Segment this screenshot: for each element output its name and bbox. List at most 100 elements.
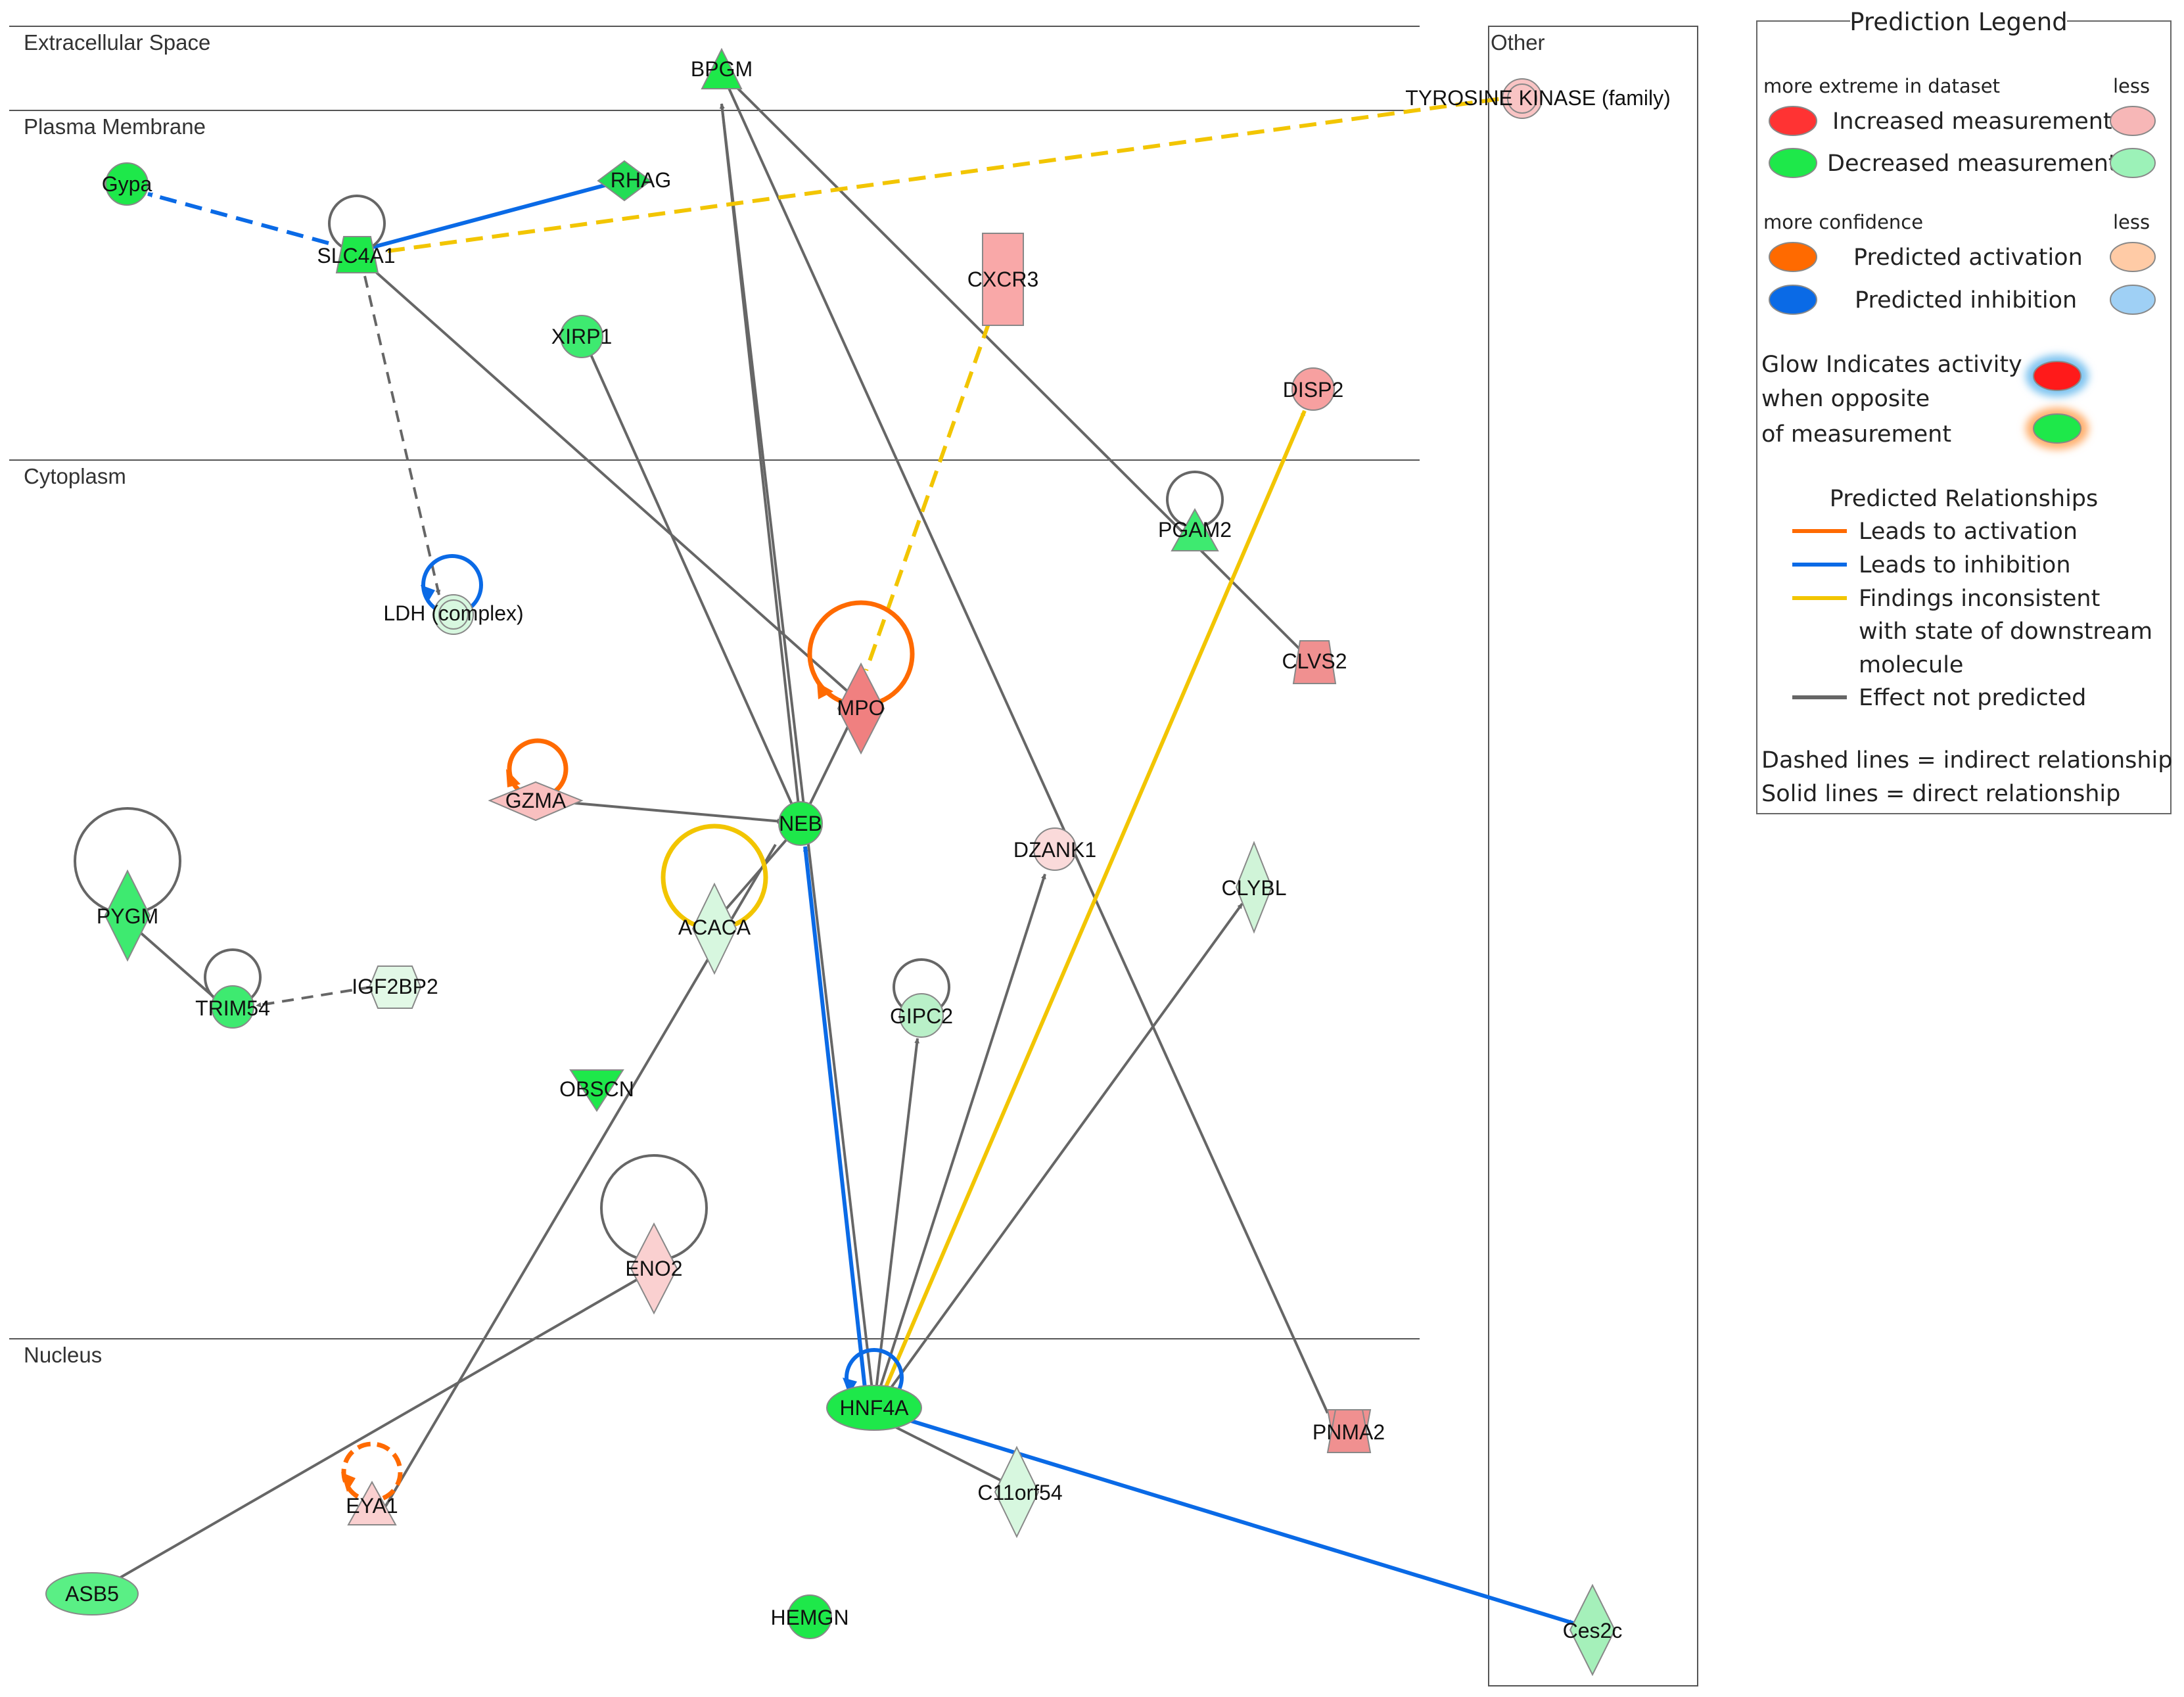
node-pgam2[interactable] [1171,507,1219,551]
legend-inhibition-strong-swatch [1769,285,1817,315]
node-gypa[interactable] [105,162,149,206]
loop-arrow-ldh [421,585,435,603]
edge-hnf4a-bpgm[interactable] [719,103,875,1407]
edge-hnf4a-neb[interactable] [802,846,868,1401]
node-xirp1[interactable] [560,315,603,358]
node-obscn[interactable] [569,1069,624,1112]
legend-leads-activation: Leads to activation [1859,519,2078,545]
edge-hnf4a-gipc2[interactable] [873,1038,920,1407]
edge-igf2bp2-trim54[interactable] [256,983,392,1008]
legend-solid: Solid lines = direct relationship [1761,781,2120,807]
label-xirp1: XIRP1 [551,325,612,348]
region-label-nucleus: Nucleus [24,1343,102,1367]
legend-less-2: less [2113,211,2150,233]
label-c11orf54: C11orf54 [977,1481,1062,1504]
edge-hnf4a-clybl[interactable] [876,902,1243,1408]
node-c11orf54[interactable] [994,1445,1040,1539]
legend-decreased-light-swatch [2110,148,2156,178]
legend-activation-strong-swatch [1769,242,1817,272]
edge-neb-bpgm[interactable] [719,103,802,824]
region-label-plasma-membrane: Plasma Membrane [24,114,206,139]
label-pygm: PYGM [97,904,158,928]
node-clvs2[interactable] [1292,640,1337,684]
edge-slc4a1-rhag[interactable] [367,181,615,250]
node-dzank1[interactable] [1033,827,1077,871]
label-clybl: CLYBL [1221,876,1286,900]
label-pgam2: PGAM2 [1158,518,1232,542]
node-cxcr3[interactable] [982,233,1024,326]
label-gzma: GZMA [505,789,567,812]
label-eya1: EYA1 [346,1494,398,1518]
edge-slc4a1-gypa[interactable] [147,192,329,245]
node-asb5[interactable] [45,1572,139,1616]
legend-glow-1: Glow Indicates activity [1761,352,2022,378]
node-slc4a1[interactable] [335,236,379,273]
legend-leads-inhibition: Leads to inhibition [1859,552,2071,578]
node-ldh-inner [438,599,469,630]
node-gzma[interactable] [488,781,584,822]
edge-slc4a1-mpo[interactable] [357,255,862,705]
node-rhag[interactable] [597,160,652,202]
label-slc4a1: SLC4A1 [317,244,395,267]
legend-relationships-title: Predicted Relationships [1830,486,2099,512]
edge-pygm-trim54[interactable] [125,919,225,1007]
node-disp2[interactable] [1291,367,1335,411]
legend-dashed: Dashed lines = indirect relationship [1761,747,2173,774]
label-mpo: MPO [837,696,885,720]
node-mpo[interactable] [837,662,885,755]
edge-hnf4a-ces2c[interactable] [906,1418,1575,1625]
edge-xirp1-neb[interactable] [582,338,802,824]
edge-slc4a1-tyrosine-kinase[interactable] [387,95,1512,253]
node-gipc2[interactable] [899,993,944,1038]
node-neb[interactable] [778,801,823,846]
legend-title-bg [1850,9,2067,35]
legend-less-1: less [2113,75,2150,97]
label-asb5: ASB5 [65,1582,119,1606]
legend-findings-1: Findings inconsistent [1859,586,2100,612]
label-acaca: ACACA [678,916,751,939]
edge-gzma-neb[interactable] [545,799,783,824]
legend-pred-activation: Predicted activation [1853,244,2083,271]
legend-title: Prediction Legend [1849,8,2067,36]
node-tyrosine-kinase-inner [1507,83,1537,114]
legend-glow-2: when opposite [1761,386,1930,412]
node-eya1[interactable] [347,1480,397,1525]
edge-bpgm-pnma2[interactable] [720,72,1329,1414]
edge-hnf4a-dzank1[interactable] [873,873,1046,1407]
edge-hnf4a-disp2[interactable] [884,409,1307,1388]
edges [74,71,1575,1625]
region-label-cytoplasm: Cytoplasm [24,464,126,488]
edge-hnf4a-c11orf54[interactable] [880,1418,1005,1483]
node-bpgm[interactable] [701,47,743,89]
prediction-legend: Prediction Legend more extreme in datase… [1756,8,2173,814]
edge-asb5-eno2[interactable] [91,1270,651,1595]
node-igf2bp2[interactable] [368,965,422,1009]
legend-increased: Increased measurement [1832,108,2112,135]
label-gypa: Gypa [102,172,152,196]
label-rhag: RHAG [611,168,671,192]
label-cxcr3: CXCR3 [967,267,1038,291]
legend-findings-2: with state of downstream [1859,618,2152,645]
node-clybl[interactable] [1235,841,1273,934]
edge-cxcr3-mpo[interactable] [864,321,991,671]
legend-more-extreme: more extreme in dataset [1763,75,2000,97]
region-label-extracellular: Extracellular Space [24,30,210,55]
node-ces2c[interactable] [1569,1583,1616,1677]
label-obscn: OBSCN [559,1077,634,1101]
node-labels: BPGM TYROSINE KINASE (family) Gypa RHAG … [65,57,1671,1642]
edge-bpgm-clvs2[interactable] [720,71,1309,659]
legend-decreased: Decreased measurement [1827,151,2118,177]
node-eno2[interactable] [630,1222,678,1315]
legend-glow-3: of measurement [1761,421,1951,448]
label-gipc2: GIPC2 [890,1004,953,1028]
node-hnf4a[interactable] [826,1385,922,1431]
node-pygm[interactable] [104,869,151,962]
node-hemgn[interactable] [787,1594,832,1639]
edge-slc4a1-ldh[interactable] [363,275,441,595]
label-eno2: ENO2 [625,1257,682,1280]
node-acaca[interactable] [691,882,737,975]
legend-activation-light-swatch [2110,242,2156,272]
other-region-box [1488,26,1698,1686]
node-trim54[interactable] [211,985,254,1029]
